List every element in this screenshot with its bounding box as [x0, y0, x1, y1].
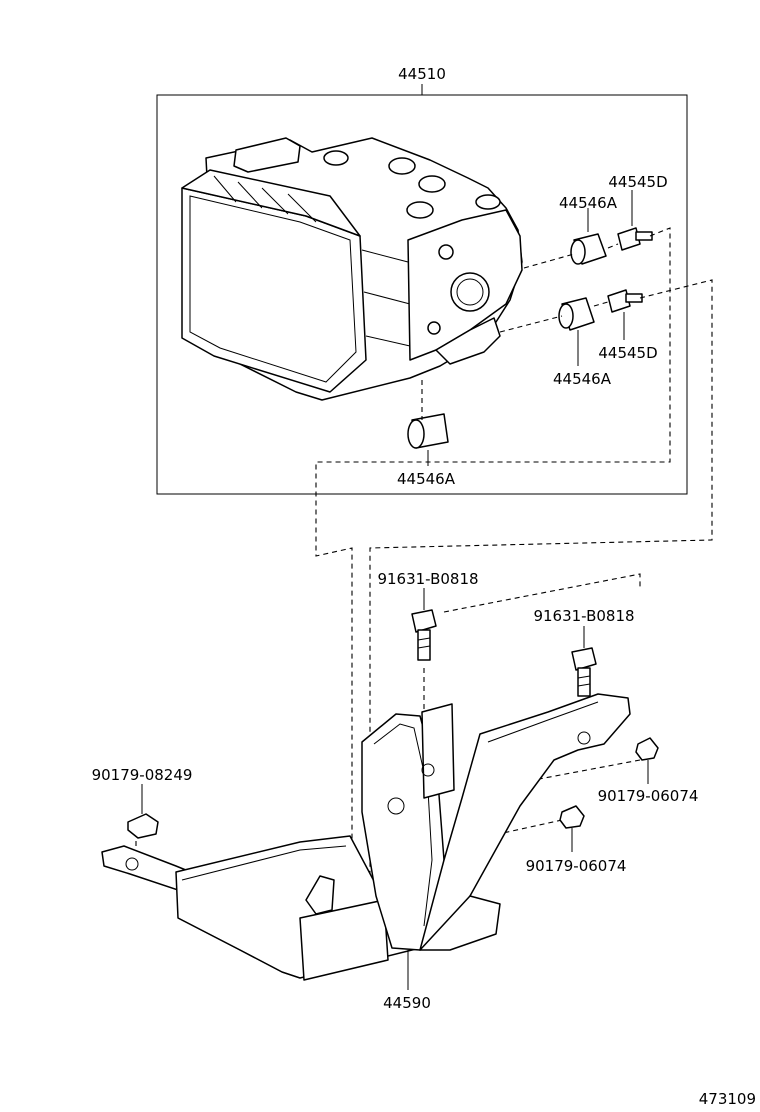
bracket-44590 — [101, 693, 631, 981]
label-91631-b0818-left: 91631-B0818 — [377, 570, 478, 588]
valve-caps — [323, 150, 501, 219]
label-44546a-bottom: 44546A — [397, 470, 456, 488]
nut-90179-06074-bottom — [559, 805, 585, 852]
label-90179-06074-top: 90179-06074 — [598, 787, 699, 805]
bolt-44545d-mid — [607, 289, 643, 340]
label-44545d-mid: 44545D — [598, 344, 657, 362]
plug-44546a-top — [570, 208, 607, 265]
label-44546a-mid: 44546A — [553, 370, 612, 388]
label-44590: 44590 — [383, 994, 431, 1012]
bolt-44545d-top — [617, 190, 653, 251]
plug-44546a-mid — [558, 297, 595, 366]
label-44545d-top: 44545D — [608, 173, 667, 191]
bolt-91631-right — [571, 626, 597, 697]
label-90179-06074-bottom: 90179-06074 — [526, 857, 627, 875]
label-44546a-top: 44546A — [559, 194, 618, 212]
nut-90179-08249 — [127, 784, 159, 839]
label-90179-08249: 90179-08249 — [92, 766, 193, 784]
bolt-91631-left — [411, 588, 437, 661]
abs-actuator — [181, 137, 523, 401]
nut-90179-06074-top — [635, 737, 659, 784]
label-44510: 44510 — [398, 65, 446, 83]
figure-number: 473109 — [699, 1090, 756, 1108]
assembly-box — [156, 84, 688, 495]
plug-44546a-bottom — [407, 413, 449, 466]
label-91631-b0818-right: 91631-B0818 — [533, 607, 634, 625]
